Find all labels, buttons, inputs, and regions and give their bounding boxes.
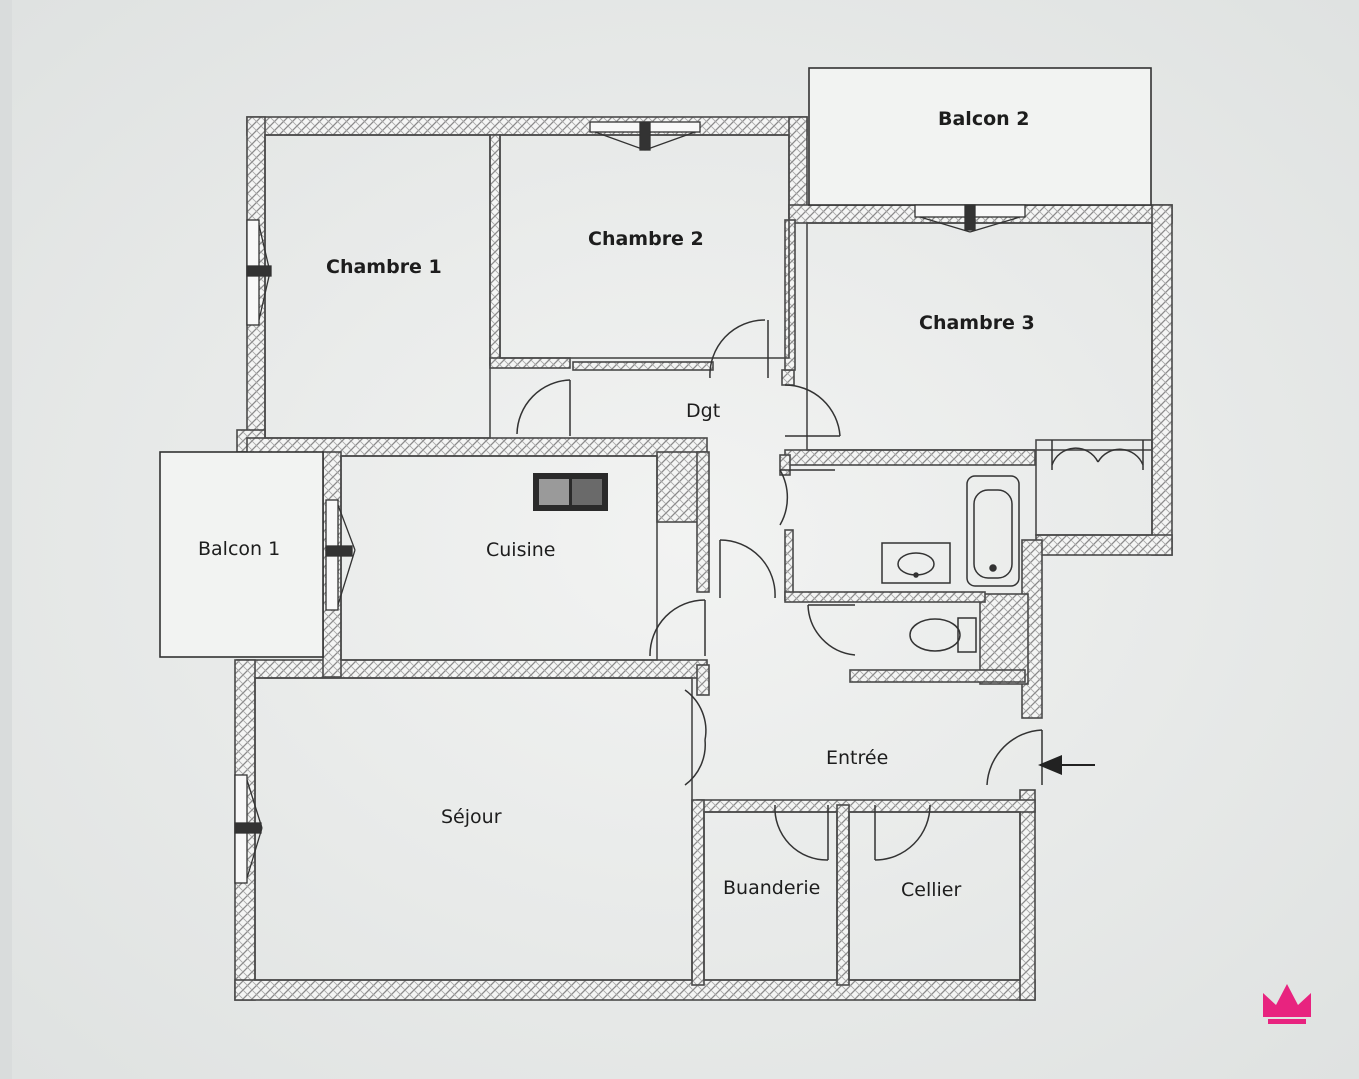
label-cuisine: Cuisine — [486, 539, 556, 561]
balcon-2-area — [808, 67, 1152, 206]
label-chambre-1: Chambre 1 — [326, 256, 442, 278]
label-chambre-3: Chambre 3 — [919, 312, 1035, 334]
entrance-arrow-icon — [1038, 755, 1095, 775]
label-sejour: Séjour — [441, 806, 502, 828]
crown-logo-icon — [1263, 984, 1311, 1024]
washbasin-icon — [881, 542, 951, 584]
label-chambre-2: Chambre 2 — [588, 228, 704, 250]
label-balcon-2: Balcon 2 — [938, 108, 1030, 130]
bathtub-icon — [966, 475, 1020, 587]
doors — [516, 319, 1144, 861]
label-cellier: Cellier — [901, 879, 961, 901]
label-balcon-1: Balcon 1 — [198, 538, 280, 560]
sink-icon — [533, 473, 608, 511]
label-entree: Entrée — [826, 747, 888, 769]
windows — [234, 121, 1026, 884]
toilet-icon — [909, 617, 977, 653]
label-dgt: Dgt — [686, 400, 720, 422]
label-buanderie: Buanderie — [723, 877, 820, 899]
balcon-1-area — [159, 451, 324, 658]
